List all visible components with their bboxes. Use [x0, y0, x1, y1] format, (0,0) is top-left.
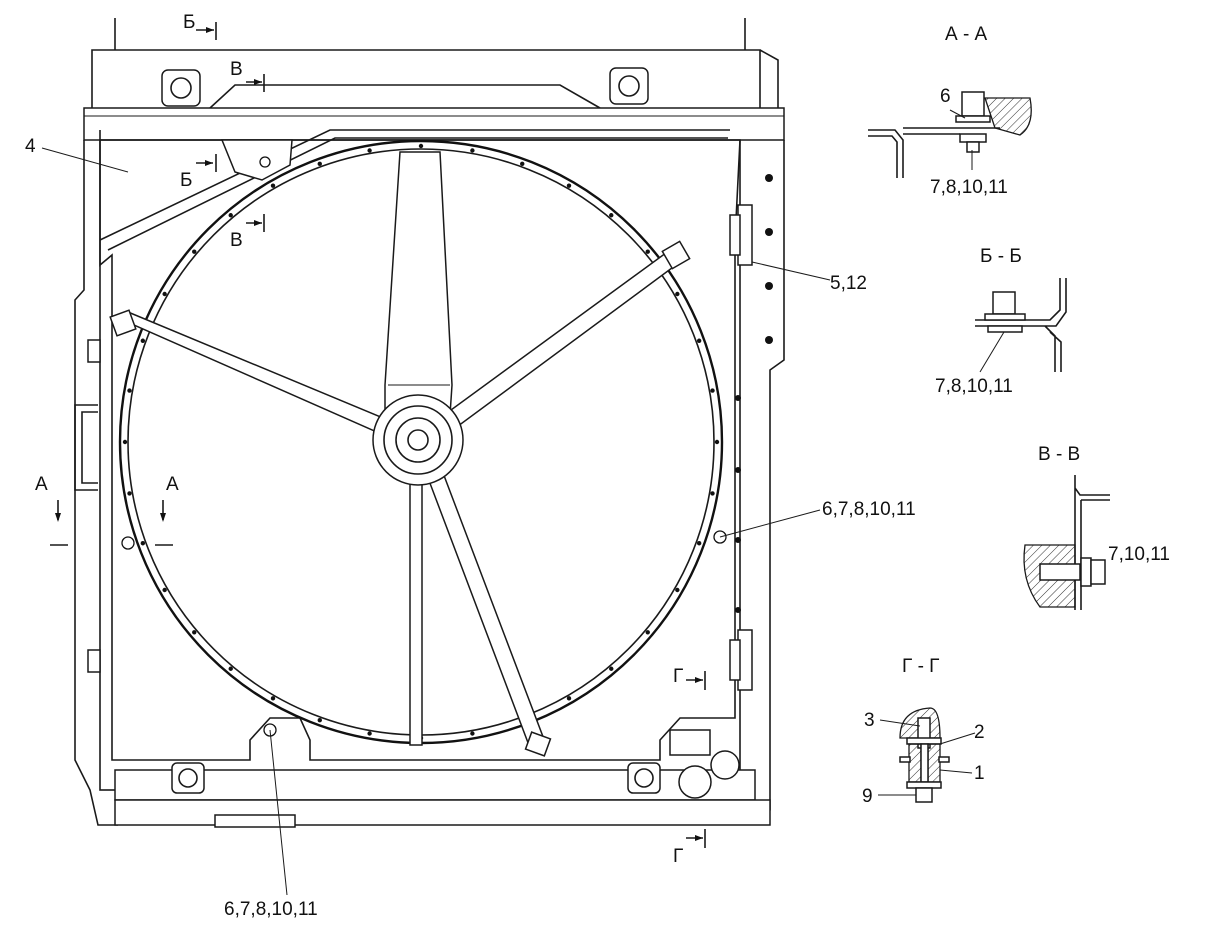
rivet — [470, 731, 475, 736]
section-a-right-label: А — [166, 474, 179, 495]
rivet — [127, 388, 132, 393]
detail-g-g-title: Г - Г — [902, 656, 939, 677]
fasteners — [121, 139, 727, 756]
rivet — [367, 148, 372, 153]
callout-5-12: 5,12 — [830, 273, 867, 294]
rivet — [192, 249, 197, 254]
rivet — [367, 731, 372, 736]
rivet — [270, 696, 276, 701]
detail-g-g-label-2: 2 — [974, 722, 985, 743]
detail-v-v-label: 7,10,11 — [1108, 544, 1170, 565]
detail-b-b-title: Б - Б — [980, 246, 1022, 267]
detail-a-a-label-top: 6 — [940, 86, 951, 107]
section-g-bottom-label: Г — [673, 846, 683, 867]
detail-g-g: Г - Г 3 2 1 9 — [862, 656, 985, 807]
rivet — [696, 338, 702, 343]
detail-v-v: В - В 7,10,11 — [1023, 444, 1170, 610]
section-v-top-label: В — [230, 59, 243, 80]
rivet — [317, 161, 322, 167]
rivet — [566, 183, 572, 188]
rivet — [520, 161, 525, 167]
section-b-mid-label: Б — [180, 170, 192, 191]
detail-b-b: Б - Б 7,8,10,11 — [935, 246, 1067, 397]
detail-v-v-title: В - В — [1038, 444, 1080, 465]
detail-a-a: А - А 6 7,8,10,11 — [868, 24, 1032, 198]
rivet — [710, 388, 715, 393]
rivet — [317, 717, 322, 723]
section-g-top-label: Г — [673, 666, 683, 687]
section-b-top-label: Б — [183, 12, 195, 33]
detail-b-b-label: 7,8,10,11 — [935, 376, 1013, 397]
section-markers — [50, 22, 706, 848]
callout-bottom-fastener: 6,7,8,10,11 — [224, 899, 318, 920]
rivet — [675, 587, 680, 593]
rivet — [127, 491, 132, 496]
rivet — [696, 541, 702, 546]
part-4-label: 4 — [25, 136, 36, 157]
leader-lines — [41, 147, 831, 896]
detail-g-g-label-1: 1 — [974, 763, 985, 784]
fan-support-spokes — [109, 151, 691, 757]
rivet — [609, 213, 614, 218]
section-a-left-label: А — [35, 474, 48, 495]
radiator-frame — [74, 18, 785, 828]
rivet — [566, 696, 572, 701]
rivet — [418, 143, 424, 149]
rivet — [645, 249, 650, 254]
detail-g-g-label-3: 3 — [864, 710, 875, 731]
rivet — [228, 666, 233, 671]
section-v-mid-label: В — [230, 230, 243, 251]
detail-a-a-title: А - А — [945, 24, 988, 45]
rivet — [645, 630, 650, 635]
rivet — [228, 213, 233, 218]
main-view-labels: Б В 4 Б В 5,12 А А 6,7,8,10,11 Г Г 6,7,8… — [25, 12, 916, 920]
detail-a-a-label-bottom: 7,8,10,11 — [930, 177, 1008, 198]
rivet — [270, 183, 276, 188]
rivet — [710, 491, 715, 496]
rivet — [192, 630, 197, 635]
rivet — [140, 338, 146, 343]
rivet — [162, 291, 167, 297]
rivet — [470, 148, 475, 153]
rivet — [162, 587, 167, 593]
rivet — [140, 541, 146, 546]
rivet — [609, 666, 614, 671]
callout-right-fastener: 6,7,8,10,11 — [822, 499, 916, 520]
rivet — [122, 439, 128, 445]
detail-g-g-label-9: 9 — [862, 786, 873, 807]
rivet — [675, 291, 680, 297]
rivet — [714, 439, 720, 445]
